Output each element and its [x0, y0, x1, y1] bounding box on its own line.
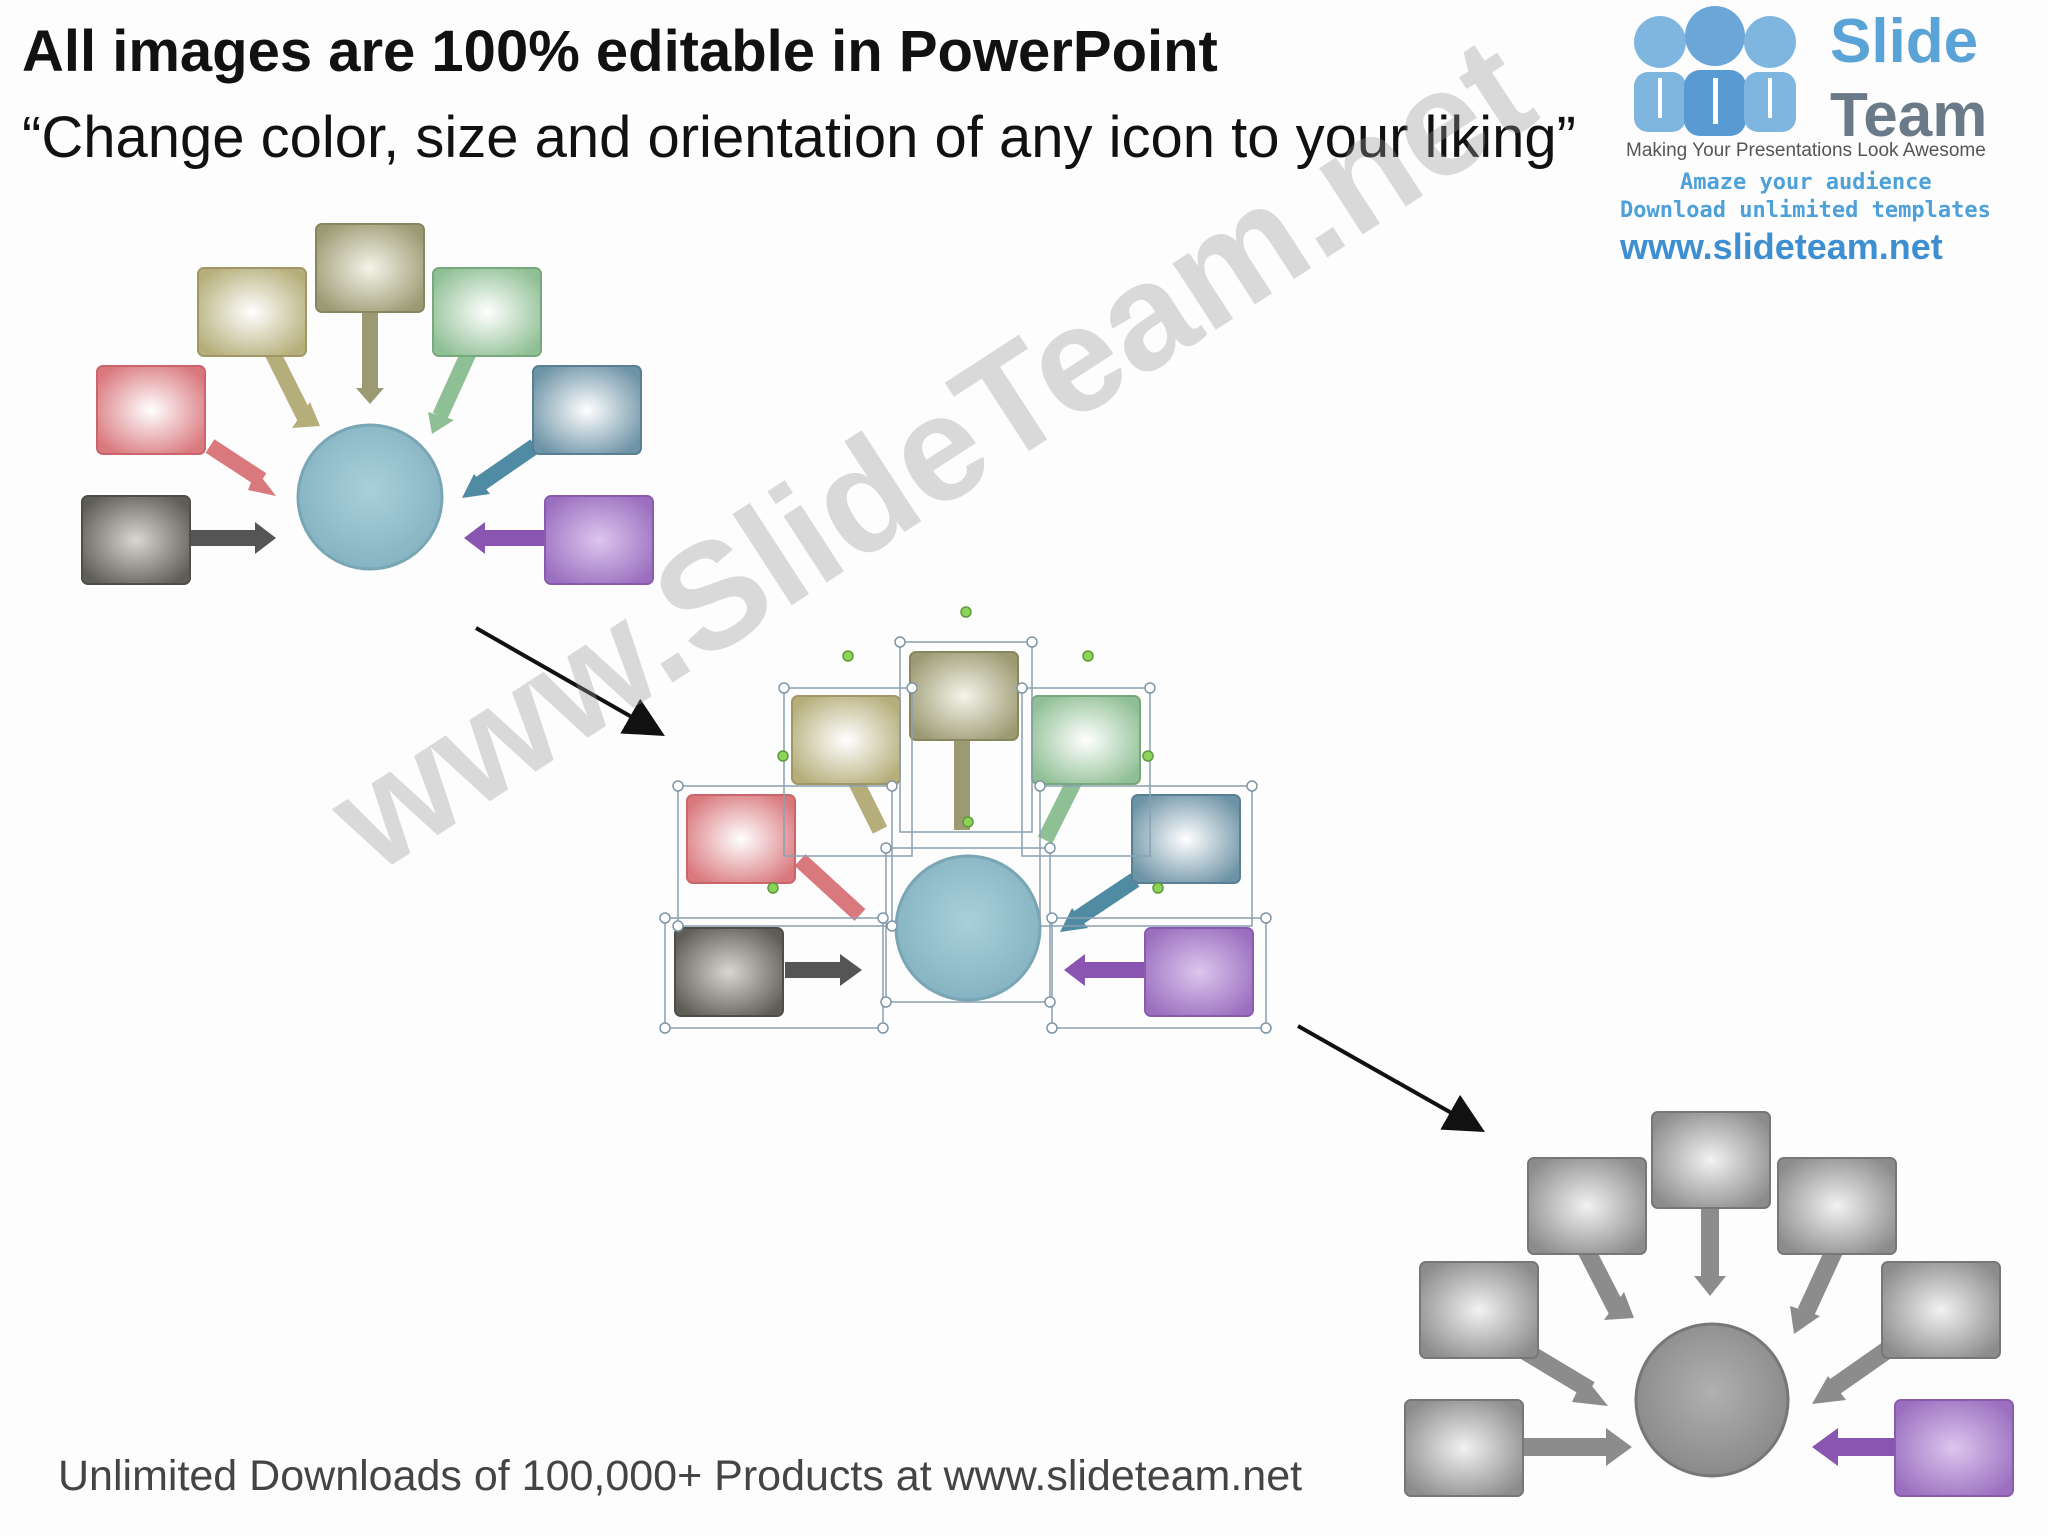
box-khaki — [315, 223, 425, 313]
box-gray-1 — [1419, 1261, 1539, 1359]
box-purple-highlight — [1894, 1399, 2014, 1497]
diagram-selected — [659, 606, 1272, 1034]
rotate-handles[interactable] — [767, 606, 1164, 894]
box-green — [432, 267, 542, 357]
flow-arrow-2 — [1297, 1024, 1485, 1132]
box-red — [96, 365, 206, 455]
box-gray-2 — [1527, 1157, 1647, 1255]
center-circle-selected[interactable] — [894, 854, 1042, 1002]
box-purple — [544, 495, 654, 585]
center-circle-gray — [1634, 1322, 1790, 1478]
diagram-gray — [1404, 1111, 2014, 1497]
box-gray-3 — [1651, 1111, 1771, 1209]
arrow-dark — [190, 530, 255, 546]
box-olive — [197, 267, 307, 357]
box-green-selected[interactable] — [1031, 695, 1141, 785]
selection-frames — [664, 641, 1267, 1029]
center-circle — [296, 423, 444, 571]
box-steel — [532, 365, 642, 455]
arrow-steel — [475, 439, 540, 491]
logo-line-1: Amaze your audience — [1680, 170, 1932, 195]
box-gray-6 — [1404, 1399, 1524, 1497]
selection-handles[interactable] — [659, 636, 1272, 1034]
flow-arrow-1 — [475, 626, 665, 736]
box-gray-5 — [1881, 1261, 2001, 1359]
footer-text: Unlimited Downloads of 100,000+ Products… — [58, 1452, 1303, 1500]
arrow-purple — [485, 530, 545, 546]
box-khaki-selected[interactable] — [909, 651, 1019, 741]
logo-tagline: Making Your Presentations Look Awesome — [1626, 140, 1986, 161]
box-dark — [81, 495, 191, 585]
box-gray-4 — [1777, 1157, 1897, 1255]
people-icon — [1634, 6, 1796, 136]
slideteam-logo: Slide Team Making Your Presentations Loo… — [1620, 0, 2040, 270]
arrow-red — [205, 439, 267, 487]
diagram-colored — [81, 223, 654, 585]
logo-line-2: Download unlimited templates — [1620, 198, 1991, 223]
arrow-olive — [262, 344, 314, 424]
logo-word-slide: Slide — [1830, 7, 1979, 76]
slide-title: All images are 100% editable in PowerPoi… — [22, 19, 1218, 84]
box-dark-selected[interactable] — [674, 927, 784, 1017]
box-purple-selected[interactable] — [1144, 927, 1254, 1017]
logo-word-team: Team — [1830, 81, 1988, 150]
box-red-selected[interactable] — [686, 794, 796, 884]
arrow-green — [432, 346, 478, 420]
box-olive-selected[interactable] — [791, 695, 901, 785]
box-steel-selected[interactable] — [1131, 794, 1241, 884]
logo-url: www.slideteam.net — [1620, 226, 1943, 267]
slide-subtitle: “Change color, size and orientation of a… — [22, 105, 1576, 170]
